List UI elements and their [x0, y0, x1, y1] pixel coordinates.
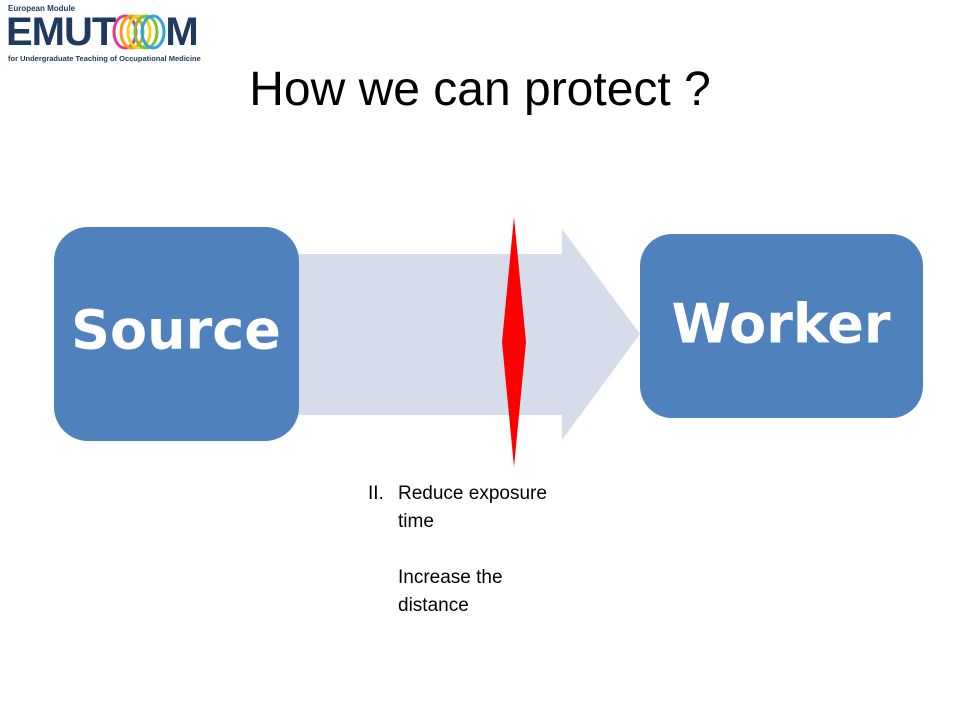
logo-top-text: European Module: [8, 4, 76, 13]
source-label: Source: [71, 299, 281, 362]
logo-word-start: EMUT: [6, 9, 116, 54]
logo-rings-icon: [112, 14, 166, 50]
slide-title: How we can protect ?: [249, 63, 711, 116]
worker-label: Worker: [671, 293, 890, 356]
logo-bottom-text: for Undergraduate Teaching of Occupation…: [8, 54, 201, 63]
logo-word-end: M: [165, 9, 198, 54]
barrier-shield: [502, 217, 526, 467]
note-spacer: [368, 536, 598, 564]
note-reduce-exposure: Reduce exposure time: [398, 483, 547, 532]
note-item: II. Reduce exposure time: [368, 480, 598, 536]
note-number: II.: [368, 483, 384, 504]
exposure-arrow: [298, 229, 640, 440]
note-item: Increase the distance: [368, 564, 598, 620]
emutom-logo: European Module EMUT M for Undergraduate…: [6, 4, 201, 66]
source-box: [54, 227, 299, 441]
notes-list: II. Reduce exposure time Increase the di…: [368, 480, 598, 620]
logo-wordmark: EMUT M: [6, 9, 199, 54]
worker-box: [640, 234, 923, 418]
note-increase-distance: Increase the distance: [398, 567, 503, 616]
